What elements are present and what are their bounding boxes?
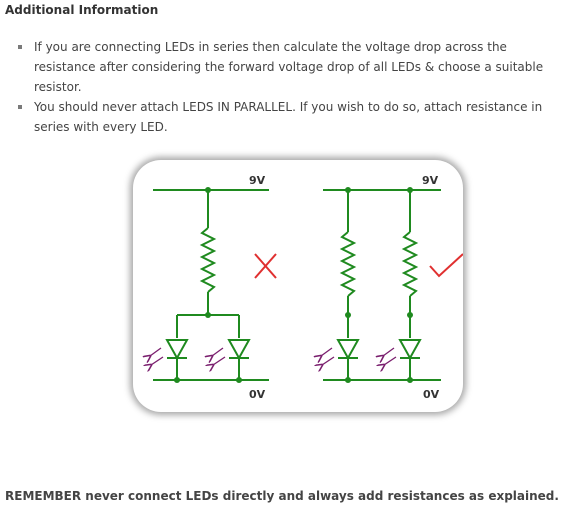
ground-voltage-label: 0V (423, 388, 440, 401)
bullet-line: If you are connecting LEDs in series the… (34, 40, 507, 54)
supply-voltage-label: 9V (249, 174, 266, 187)
circuit-diagram-svg: 9V 0V (133, 174, 463, 401)
junction-dot (407, 377, 413, 383)
led-diode-icon (227, 339, 251, 361)
junction-dot (174, 377, 180, 383)
bullet-line: You should never attach LEDS IN PARALLEL… (34, 100, 543, 114)
junction-dot (345, 312, 351, 318)
list-item: You should never attach LEDS IN PARALLEL… (18, 97, 578, 137)
check-icon (429, 253, 463, 278)
bullet-line: resistor. (34, 80, 82, 94)
led-circuit-diagram: 9V 0V (133, 160, 463, 412)
resistor-icon (401, 231, 419, 297)
bullet-line: series with every LED. (34, 120, 168, 134)
light-arrow-icon (384, 356, 397, 365)
led-diode-icon (398, 339, 422, 361)
resistor-icon (199, 227, 217, 293)
ground-voltage-label: 0V (249, 388, 266, 401)
series-resistor-led-circuit: 9V 0V (321, 174, 463, 401)
junction-dot (236, 377, 242, 383)
junction-dot (407, 312, 413, 318)
light-arrow-icon (321, 347, 333, 356)
list-item: If you are connecting LEDs in series the… (18, 37, 578, 97)
info-bullet-list: If you are connecting LEDs in series the… (18, 37, 578, 137)
light-arrow-icon (322, 356, 335, 365)
section-heading: Additional Information (5, 3, 159, 17)
reminder-note: REMEMBER never connect LEDs directly and… (5, 489, 559, 503)
led-diode-icon (336, 339, 360, 361)
junction-dot (345, 377, 351, 383)
resistor-icon (339, 231, 357, 297)
light-arrow-icon (213, 356, 226, 365)
light-arrow-icon (383, 347, 395, 356)
led-diode-icon (165, 339, 189, 361)
bullet-icon (18, 105, 22, 109)
cross-icon (254, 253, 277, 279)
light-arrow-icon (151, 356, 164, 365)
bullet-icon (18, 45, 22, 49)
supply-voltage-label: 9V (422, 174, 439, 187)
bullet-line: resistance after considering the forward… (34, 60, 544, 74)
light-arrow-icon (212, 347, 224, 356)
light-arrow-icon (150, 347, 162, 356)
parallel-led-circuit: 9V 0V (150, 174, 277, 401)
